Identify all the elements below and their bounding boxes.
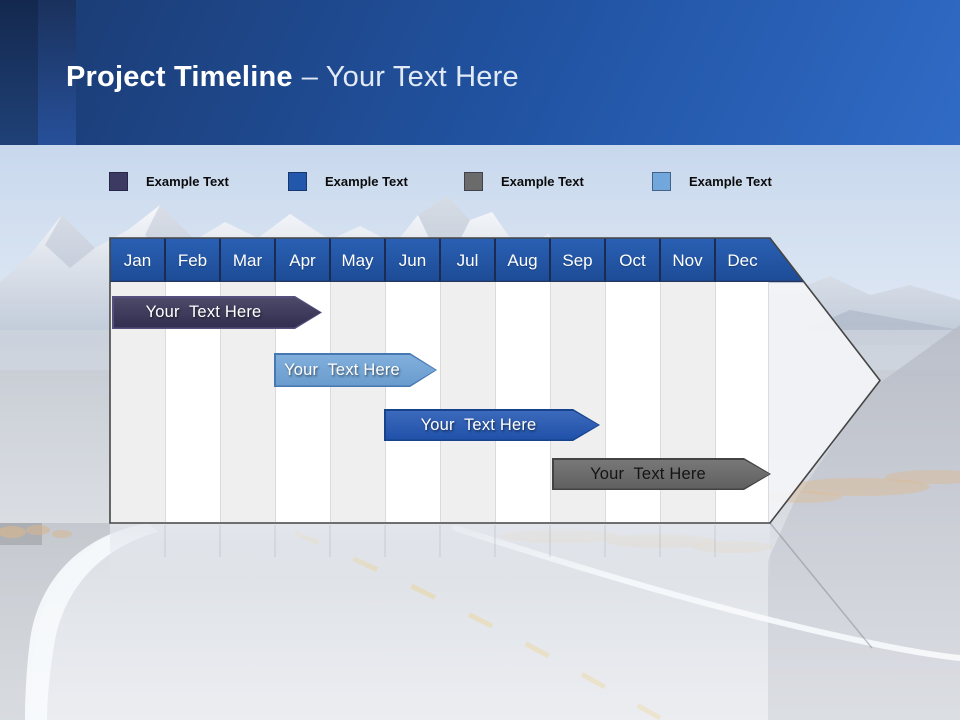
legend-swatch-icon <box>288 171 307 191</box>
month-header-cell: Sep <box>562 251 593 270</box>
legend-swatch-icon <box>109 171 128 191</box>
page-title-bold: Project Timeline <box>66 61 293 93</box>
month-header-cell: Jan <box>123 251 152 270</box>
header-accent-band-medium <box>38 0 76 145</box>
month-header-cell: Aug <box>507 251 538 270</box>
legend-item: Example Text <box>109 171 229 191</box>
month-header-cell: Dec <box>727 251 758 270</box>
timeline-bar: Your Text Here <box>112 296 322 329</box>
month-column <box>331 282 386 522</box>
legend-label: Example Text <box>501 173 584 189</box>
legend-swatch-icon <box>464 171 483 191</box>
month-header-cell: Jun <box>398 251 427 270</box>
month-header-cell: Oct <box>619 251 646 270</box>
timeline-bar-label: Your Text Here <box>590 464 706 483</box>
legend-item: Example Text <box>652 171 772 191</box>
timeline-bar-fill <box>554 460 770 489</box>
month-header-cell: Feb <box>177 251 208 270</box>
legend-item: Example Text <box>288 171 408 191</box>
timeline-bar: Your Text Here <box>274 353 437 387</box>
month-header-cell: Mar <box>232 251 263 270</box>
header-accent-band-dark <box>0 0 38 145</box>
page-title-subtitle: – Your Text Here <box>301 61 519 93</box>
legend-item: Example Text <box>464 171 584 191</box>
page-title: Project Timeline– Your Text Here <box>66 60 519 94</box>
timeline-bar: Your Text Here <box>384 409 600 441</box>
legend-label: Example Text <box>689 173 772 189</box>
timeline-bar: Your Text Here <box>552 458 771 490</box>
month-column <box>386 282 441 522</box>
timeline-bar-label: Your Text Here <box>145 303 262 321</box>
legend-swatch-icon <box>652 171 671 191</box>
timeline-bar-label: Your Text Here <box>284 360 400 379</box>
legend-label: Example Text <box>325 173 408 189</box>
timeline-bar-fill <box>386 411 599 440</box>
timeline-bar-fill <box>276 355 436 386</box>
slide-header: Project Timeline– Your Text Here <box>0 0 960 145</box>
month-header-cell: Jul <box>456 251 479 270</box>
month-header-cell: Nov <box>672 251 703 270</box>
timeline-bar-fill <box>114 298 321 328</box>
month-column <box>496 282 551 522</box>
timeline-bar-label: Your Text Here <box>420 415 537 434</box>
month-header-cell: Apr <box>289 251 316 270</box>
legend-label: Example Text <box>146 173 229 189</box>
month-column <box>441 282 496 522</box>
month-header-cell: May <box>341 251 374 270</box>
